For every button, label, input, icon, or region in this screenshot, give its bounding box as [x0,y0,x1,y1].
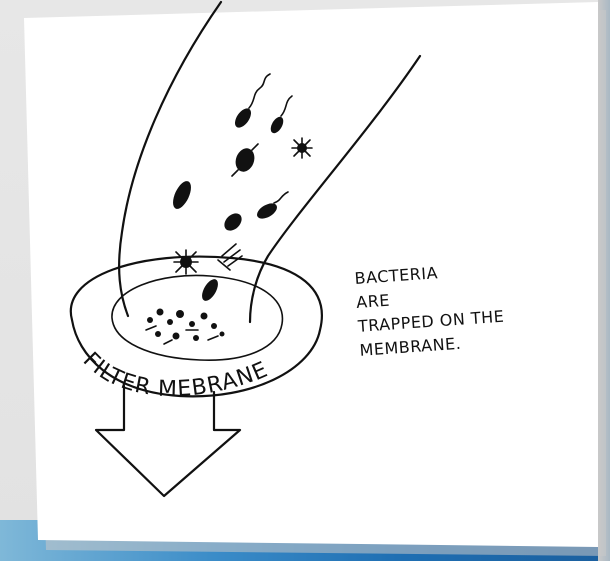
spiky-microbe [174,250,198,274]
spiky-microbe [292,138,312,158]
paper-sheet [24,2,598,547]
caption-line-2: ARE [356,291,391,312]
